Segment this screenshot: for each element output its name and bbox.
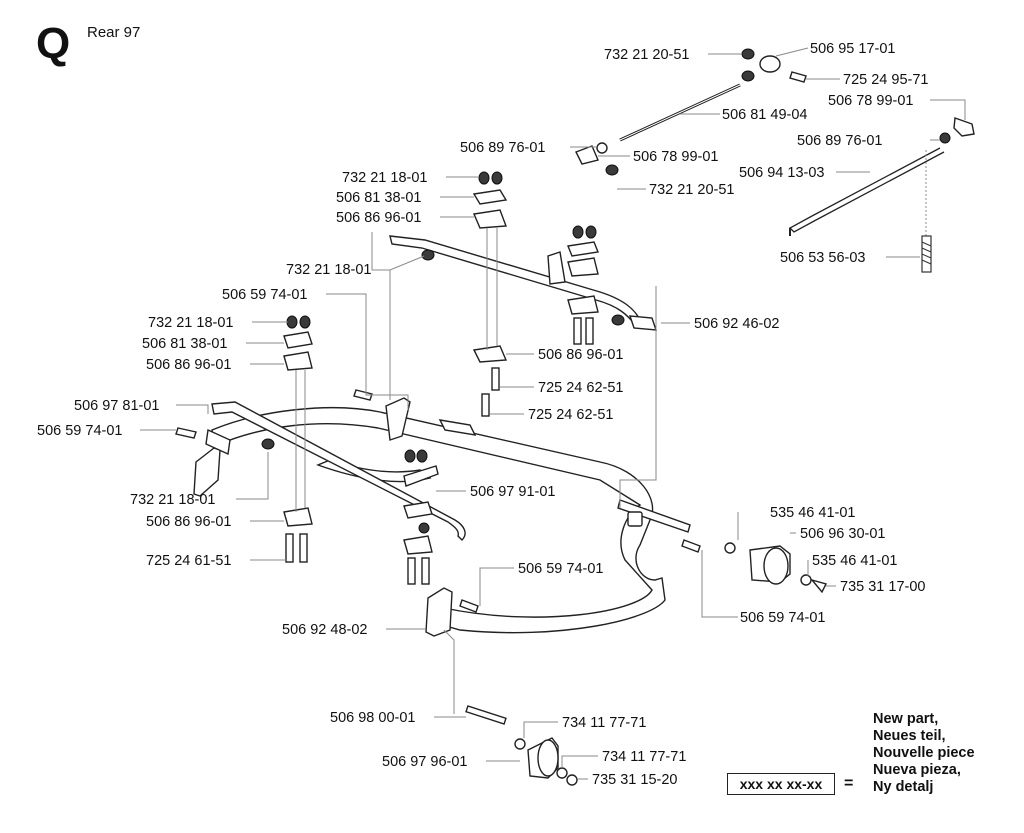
callout-label: 732 21 20-51 bbox=[649, 182, 734, 198]
callout-label: 506 81 38-01 bbox=[336, 190, 421, 206]
callout-label: 506 92 48-02 bbox=[282, 622, 367, 638]
lower-rod bbox=[211, 401, 466, 541]
callout-label: 506 78 99-01 bbox=[828, 93, 913, 109]
callout-label: 735 31 17-00 bbox=[840, 579, 925, 595]
callout-label: 506 97 91-01 bbox=[470, 484, 555, 500]
callout-label: 735 31 15-20 bbox=[592, 772, 677, 788]
callout-label: 506 78 99-01 bbox=[633, 149, 718, 165]
callout-label: 725 24 61-51 bbox=[146, 553, 231, 569]
left-bracket bbox=[193, 428, 231, 497]
callout-label: 535 46 41-01 bbox=[770, 505, 855, 521]
center-bracket bbox=[385, 397, 439, 487]
extension-spring bbox=[921, 150, 932, 273]
section-letter: Q bbox=[36, 19, 71, 68]
callout-label: 506 96 30-01 bbox=[800, 526, 885, 542]
callout-label: 732 21 18-01 bbox=[148, 315, 233, 331]
callout-label: 506 97 81-01 bbox=[74, 398, 159, 414]
middle-block-stack bbox=[403, 449, 433, 585]
callout-labels: 732 21 20-51 506 95 17-01 725 24 95-71 5… bbox=[37, 41, 928, 788]
callout-label: 506 59 74-01 bbox=[518, 561, 603, 577]
top-rods bbox=[619, 83, 945, 236]
callout-label: 506 98 00-01 bbox=[330, 710, 415, 726]
callout-label: 506 94 13-03 bbox=[739, 165, 824, 181]
callout-label: 506 92 46-02 bbox=[694, 316, 779, 332]
rear-roller bbox=[724, 542, 828, 594]
callout-label: 506 86 96-01 bbox=[336, 210, 421, 226]
callout-label: 506 53 56-03 bbox=[780, 250, 865, 266]
callout-label: 506 59 74-01 bbox=[37, 423, 122, 439]
callout-label: 506 86 96-01 bbox=[146, 357, 231, 373]
callout-label: 506 89 76-01 bbox=[460, 140, 545, 156]
bolts bbox=[175, 249, 701, 613]
legend-part-number-box: xxx xx xx-xx bbox=[727, 773, 835, 795]
lower-wheel bbox=[465, 705, 578, 786]
legend-equals-sign: = bbox=[844, 775, 854, 792]
callout-label: 506 59 74-01 bbox=[222, 287, 307, 303]
callout-label: 732 21 18-01 bbox=[130, 492, 215, 508]
roller-axle bbox=[617, 499, 691, 533]
callout-label: 506 97 96-01 bbox=[382, 754, 467, 770]
lower-mount-plate bbox=[425, 587, 453, 637]
legend-line: New part, bbox=[873, 711, 939, 727]
callout-label: 725 24 95-71 bbox=[843, 72, 928, 88]
leader-lines bbox=[140, 47, 966, 780]
center-block-stack bbox=[472, 171, 508, 417]
callout-label: 506 95 17-01 bbox=[810, 41, 895, 57]
callout-label: 734 11 77-71 bbox=[602, 749, 686, 765]
callout-label: 506 86 96-01 bbox=[146, 514, 231, 530]
callout-label: 725 24 62-51 bbox=[538, 380, 623, 396]
callout-label: 506 81 38-01 bbox=[142, 336, 227, 352]
callout-label: 725 24 62-51 bbox=[528, 407, 613, 423]
callout-label: 506 89 76-01 bbox=[797, 133, 882, 149]
callout-label: 732 21 20-51 bbox=[604, 47, 689, 63]
new-part-legend: New part, Neues teil, Nouvelle piece Nue… bbox=[873, 711, 975, 796]
callout-label: 506 86 96-01 bbox=[538, 347, 623, 363]
section-title: Rear 97 bbox=[87, 24, 141, 41]
callout-label: 732 21 18-01 bbox=[286, 262, 371, 278]
callout-label: 506 59 74-01 bbox=[740, 610, 825, 626]
legend-line: Nueva pieza, bbox=[873, 762, 961, 778]
legend-line: Ny detalj bbox=[873, 779, 934, 795]
right-block-stack bbox=[567, 225, 658, 345]
top-small-parts bbox=[575, 48, 975, 176]
callout-label: 535 46 41-01 bbox=[812, 553, 897, 569]
callout-label: 506 81 49-04 bbox=[722, 107, 807, 123]
callout-label: 734 11 77-71 bbox=[562, 715, 646, 731]
upper-cross-rod bbox=[389, 235, 641, 328]
callout-label: 732 21 18-01 bbox=[342, 170, 427, 186]
legend-line: Nouvelle piece bbox=[873, 745, 975, 761]
legend-line: Neues teil, bbox=[873, 728, 946, 744]
left-block-stack bbox=[283, 315, 313, 563]
